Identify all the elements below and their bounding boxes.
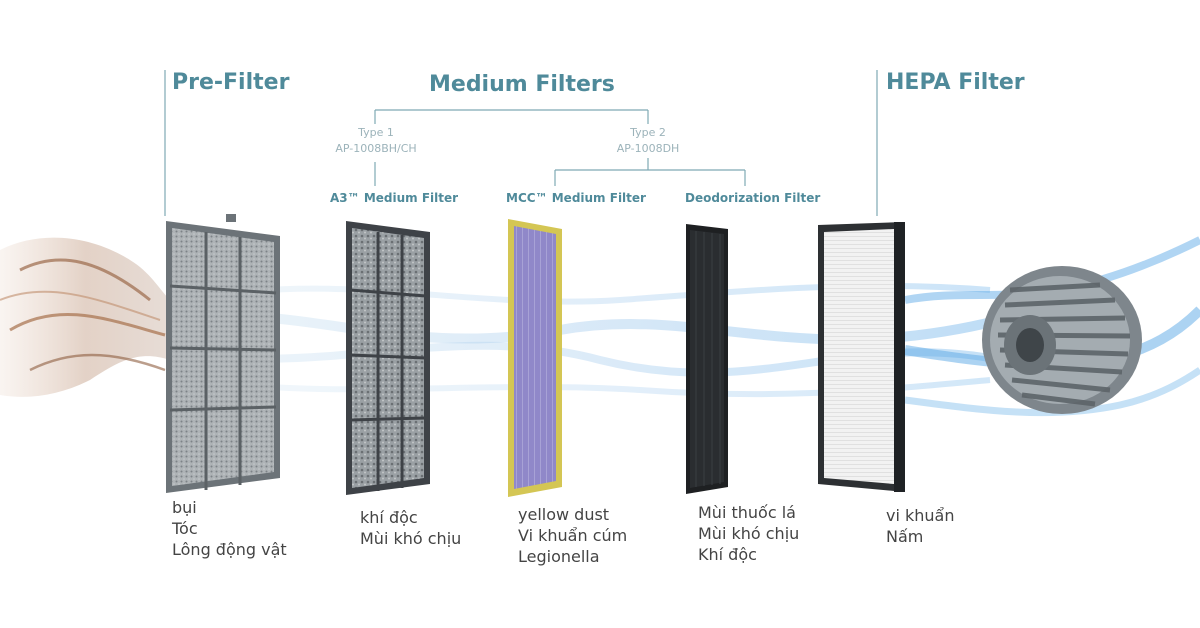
description-line: Mùi khó chịu	[360, 529, 462, 548]
a3-medium-filter-panel	[346, 221, 430, 495]
connector-lines	[164, 70, 878, 216]
description-line: Nấm	[886, 527, 924, 546]
pre-filter-description: bụi Tóc Lông động vật	[172, 497, 287, 560]
type1-model: AP-1008BH/CH	[335, 142, 417, 155]
description-line: Khí độc	[698, 545, 757, 564]
type1-label: Type 1	[358, 126, 394, 139]
a3-filter-description: khí độc Mùi khó chịu	[360, 507, 461, 549]
pre-filter-heading: Pre-Filter	[172, 70, 290, 95]
description-line: Lông động vật	[172, 540, 287, 559]
mcc-filter-description: yellow dust Vi khuẩn cúm Legionella	[518, 504, 627, 567]
mcc-medium-filter-panel	[508, 219, 562, 497]
hepa-filter-heading: HEPA Filter	[886, 70, 1025, 95]
type2-model: AP-1008DH	[616, 142, 680, 155]
description-line: yellow dust	[518, 505, 610, 524]
deodorization-filter-description: Mùi thuốc lá Mùi khó chịu Khí độc	[698, 502, 799, 565]
pre-filter-panel	[166, 214, 280, 493]
description-line: Mùi thuốc lá	[698, 503, 796, 522]
description-line: khí độc	[360, 508, 418, 527]
mcc-filter-heading: MCC™ Medium Filter	[506, 191, 646, 205]
description-line: vi khuẩn	[886, 506, 955, 525]
hepa-filter-description: vi khuẩn Nấm	[886, 505, 955, 547]
deodorization-filter-panel	[686, 224, 728, 494]
description-line: Legionella	[518, 547, 600, 566]
medium-filters-heading: Medium Filters	[429, 72, 615, 97]
centrifugal-fan-icon	[982, 266, 1142, 414]
dust-particles-illustration	[0, 237, 170, 397]
description-line: Tóc	[172, 519, 198, 538]
deodorization-filter-heading: Deodorization Filter	[685, 191, 821, 205]
a3-filter-heading: A3™ Medium Filter	[330, 191, 459, 205]
description-line: Mùi khó chịu	[698, 524, 800, 543]
description-line: Vi khuẩn cúm	[518, 526, 628, 545]
hepa-filter-panel	[818, 222, 905, 492]
description-line: bụi	[172, 498, 197, 517]
type2-label: Type 2	[630, 126, 666, 139]
